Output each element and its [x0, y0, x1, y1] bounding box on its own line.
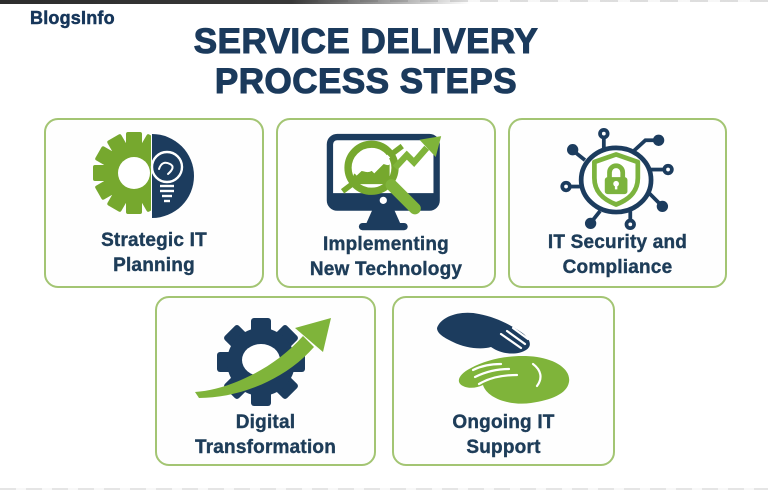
- card-label-line2: Transformation: [194, 437, 337, 458]
- card-label: Digital Transformation: [195, 410, 336, 468]
- bottom-edge-artifact: [0, 488, 768, 490]
- gear-growth-arrow-icon: [187, 306, 345, 410]
- helping-hands-icon: [429, 306, 579, 410]
- card-ongoing-it-support: Ongoing IT Support: [392, 296, 615, 466]
- page-title-line1: SERVICE DELIVERY: [193, 21, 539, 61]
- gear-lightbulb-icon: [88, 128, 220, 228]
- card-implementing-new-technology: Implementing New Technology: [276, 118, 496, 288]
- card-label: Implementing New Technology: [309, 232, 463, 290]
- card-digital-transformation: Digital Transformation: [155, 296, 376, 466]
- card-label-line1: Implementing: [323, 234, 449, 255]
- card-label-line1: IT Security and: [547, 232, 688, 253]
- page-title-line2: PROCESS STEPS: [214, 61, 518, 101]
- card-label-line2: Planning: [113, 255, 195, 276]
- card-label: IT Security and Compliance: [548, 230, 687, 288]
- card-label-line1: Strategic IT: [101, 230, 207, 251]
- card-strategic-it-planning: Strategic IT Planning: [44, 118, 264, 288]
- logo-text: BlogsInfo: [30, 8, 115, 29]
- card-label: Strategic IT Planning: [101, 228, 207, 286]
- shield-lock-circuit-icon: [551, 128, 685, 230]
- card-label-line2: New Technology: [309, 259, 463, 280]
- card-label-line2: Compliance: [562, 257, 673, 278]
- card-label: Ongoing IT Support: [452, 410, 554, 468]
- top-edge-artifact-dark: [0, 0, 470, 4]
- card-it-security-compliance: IT Security and Compliance: [508, 118, 727, 288]
- card-label-line2: Support: [466, 437, 541, 458]
- page-title: SERVICE DELIVERY PROCESS STEPS: [0, 21, 732, 102]
- card-label-line1: Digital: [235, 412, 296, 433]
- card-label-line1: Ongoing IT: [452, 412, 555, 433]
- monitor-analytics-icon: [310, 128, 462, 232]
